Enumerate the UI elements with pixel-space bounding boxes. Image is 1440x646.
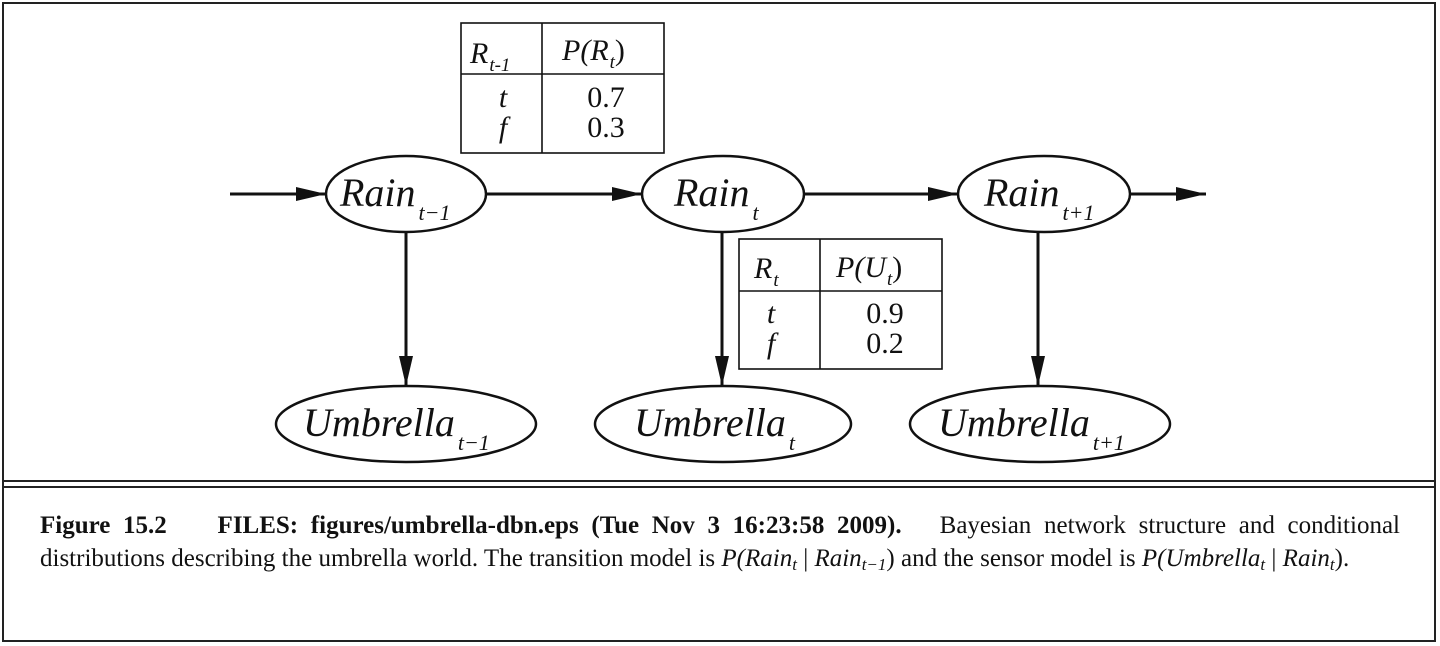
svg-text:Raint: Raint: [673, 170, 760, 225]
svg-text:Umbrellat−1: Umbrellat−1: [303, 400, 490, 455]
svg-text:Raint−1: Raint−1: [339, 170, 451, 225]
caption-divider-bottom: [2, 486, 1436, 488]
sensor-cpt-table: Rt P(Ut) t 0.9 f 0.2: [738, 238, 943, 370]
caption-text: Bayesian network structure and condition…: [40, 512, 1400, 572]
transition-cpt-prob-t: 0.7: [587, 81, 625, 114]
figure-caption: Figure 15.2 FILES: figures/umbrella-dbn.…: [40, 512, 1400, 574]
transition-cpt-header-left: Rt-1: [469, 37, 510, 76]
transition-cpt-table: Rt-1 P(Rt) t 0.7 f 0.3: [460, 22, 665, 154]
svg-text:Umbrellat+1: Umbrellat+1: [938, 400, 1125, 455]
sensor-cpt-header-left: Rt: [753, 252, 779, 291]
figure-number: Figure 15.2: [40, 512, 167, 539]
sensor-cpt-prob-t: 0.9: [866, 297, 904, 330]
transition-model-formula: P(Raint | Raint−1): [721, 545, 895, 574]
transition-cpt-header-right: P(Rt): [561, 34, 625, 73]
caption-text-2: and the sensor model is: [900, 545, 1136, 572]
figure-files: FILES: figures/umbrella-dbn.eps (Tue Nov…: [217, 512, 902, 539]
caption-divider-top: [2, 480, 1436, 482]
sensor-model-formula: P(Umbrellat | Raint): [1141, 545, 1343, 574]
svg-text:Raint+1: Raint+1: [983, 170, 1095, 225]
sensor-cpt-prob-f: 0.2: [866, 327, 904, 360]
sensor-cpt-cond-t: t: [767, 297, 776, 330]
sensor-cpt-header-right: P(Ut): [835, 251, 902, 290]
svg-text:Umbrellat: Umbrellat: [634, 400, 796, 455]
transition-cpt-prob-f: 0.3: [587, 111, 625, 144]
transition-cpt-cond-t: t: [499, 81, 508, 114]
